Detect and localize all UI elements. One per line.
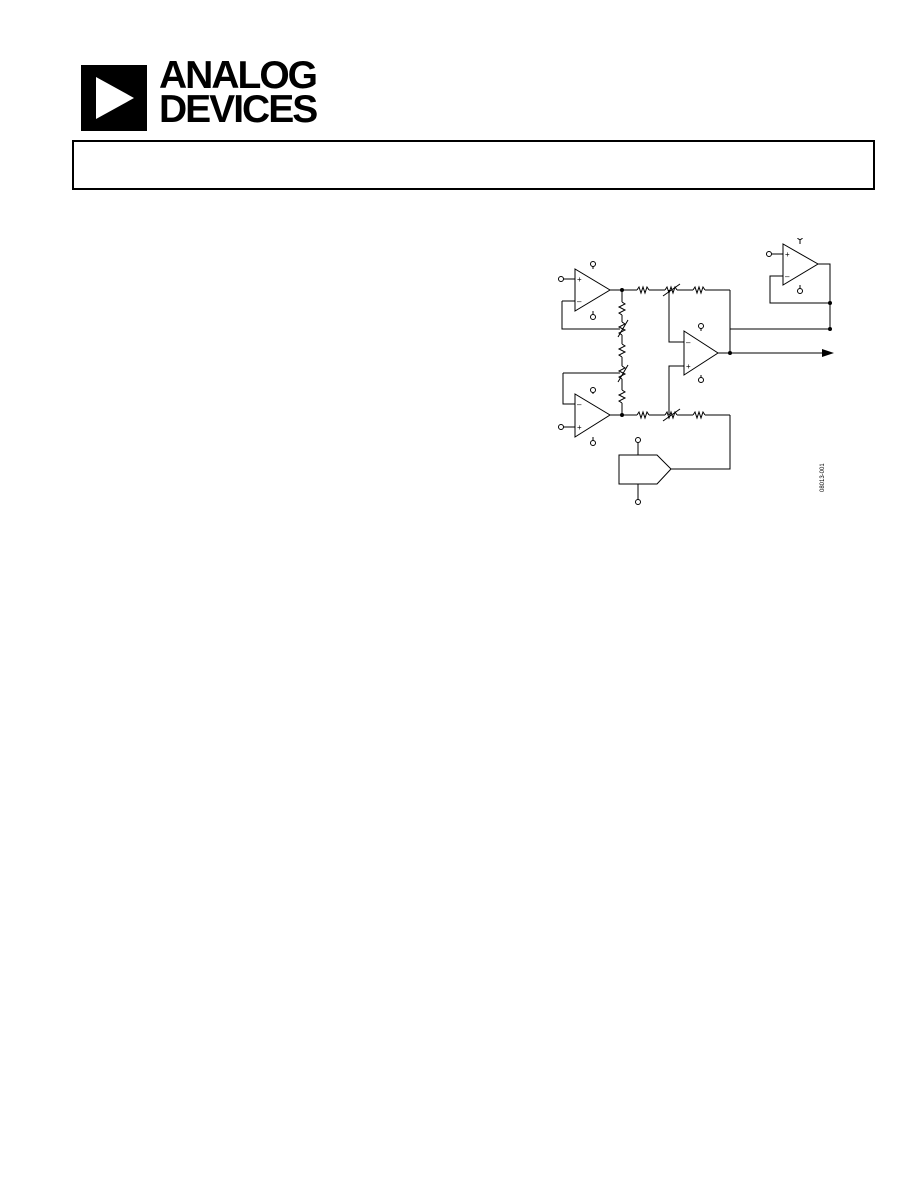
resistor-chain-5 [617, 389, 627, 404]
resistor-top-1 [636, 285, 650, 295]
label-minus-bottom: – [577, 400, 582, 409]
label-minus-diff: – [686, 338, 691, 347]
opamp-buffer [782, 243, 819, 286]
analog-devices-logo: ANALOG DEVICES [81, 56, 321, 133]
resistor-top-3 [692, 285, 706, 295]
logo-line-devices: DEVICES [159, 88, 318, 131]
terminal-input-top [558, 276, 564, 282]
resistor-chain-2 [617, 321, 627, 336]
logo-wordmark: ANALOG DEVICES [159, 54, 318, 131]
label-plus-diff: + [686, 362, 691, 371]
opamp-input-bottom [574, 393, 611, 438]
resistor-bottom-3 [692, 410, 706, 420]
logo-line-analog: ANALOG [159, 54, 318, 97]
terminal-input-bottom [558, 424, 564, 430]
reference-block [618, 454, 672, 485]
functional-block-diagram: + – – + – + + – [558, 238, 834, 505]
resistor-chain-3 [617, 343, 627, 358]
logo-triangle-icon [81, 65, 147, 131]
label-minus-buffer: – [785, 272, 790, 281]
label-minus-top: – [577, 297, 582, 306]
opamp-difference [683, 330, 719, 376]
terminal-buffer-input [766, 251, 772, 257]
resistor-chain-4 [617, 365, 627, 380]
resistor-bottom-1 [636, 410, 650, 420]
label-plus-bottom: + [577, 423, 582, 432]
label-plus-buffer: + [785, 250, 790, 259]
title-box [72, 140, 875, 190]
output-arrow-icon [822, 349, 834, 357]
resistor-chain-1 [617, 301, 627, 316]
opamp-input-top [574, 268, 611, 312]
figure-code: 08013-001 [820, 463, 826, 492]
label-plus-top: + [577, 275, 582, 284]
